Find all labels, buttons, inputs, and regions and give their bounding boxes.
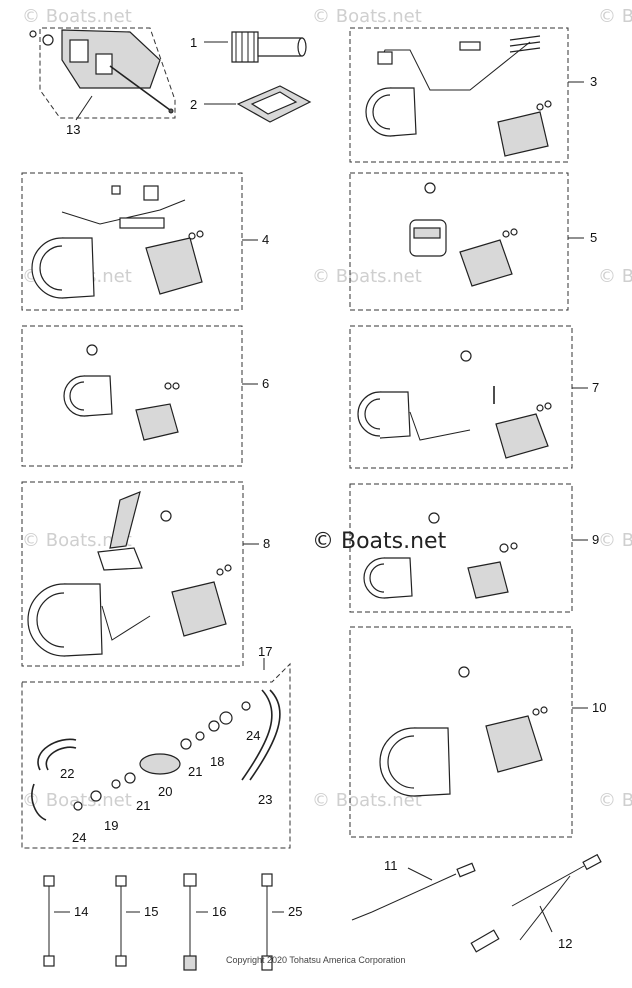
- callout-9: 9: [592, 532, 599, 547]
- watermark: © Boats.net: [22, 790, 132, 811]
- part-10-gauge: [379, 666, 548, 797]
- watermark-main: © Boats.net: [312, 529, 447, 554]
- group-box-3: [349, 27, 569, 163]
- part-1-fitting: [231, 31, 307, 63]
- callout-11: 11: [384, 858, 398, 873]
- group-box-7: [349, 325, 573, 469]
- cable-14: [43, 875, 55, 967]
- group-box-9: [349, 483, 573, 613]
- watermark: © Boats.net: [598, 530, 632, 551]
- callout-21b: 21: [188, 764, 202, 779]
- part-2-pad: [236, 85, 312, 123]
- watermark: © Boats.net: [312, 6, 422, 27]
- callout-22: 22: [60, 766, 74, 781]
- callout-6: 6: [262, 376, 269, 391]
- part-4-gauge: [31, 185, 204, 299]
- callout-1: 1: [190, 35, 197, 50]
- watermark: © Boats.net: [598, 6, 632, 27]
- callouts: 1 2 3 4 5 6 7 8 9 10 11 12 13 14 15 16 1…: [60, 35, 606, 951]
- part-17-assembly: [31, 689, 281, 821]
- callout-25: 25: [288, 904, 302, 919]
- callout-24b: 24: [246, 728, 260, 743]
- leader-lines: [54, 41, 588, 933]
- watermark: © Boats.net: [598, 790, 632, 811]
- callout-16: 16: [212, 904, 226, 919]
- part-7-gauge: [357, 350, 552, 459]
- watermark: © Boats.net: [598, 266, 632, 287]
- callout-4: 4: [262, 232, 269, 247]
- callout-19: 19: [104, 818, 118, 833]
- callout-17: 17: [258, 644, 272, 659]
- callout-13: 13: [66, 122, 80, 137]
- callout-8: 8: [263, 536, 270, 551]
- hose-22: [37, 738, 77, 771]
- group-box-17: [21, 662, 291, 849]
- group-box-6: [21, 325, 243, 467]
- cable-15: [115, 875, 127, 967]
- sensor-12: [470, 853, 602, 953]
- callout-12: 12: [558, 936, 572, 951]
- callout-3: 3: [590, 74, 597, 89]
- callout-15: 15: [144, 904, 158, 919]
- part-3-gauge: [365, 35, 552, 157]
- group-box-4: [21, 172, 243, 311]
- callout-21a: 21: [136, 798, 150, 813]
- watermark: © Boats.net: [22, 530, 132, 551]
- part-6-gauge: [63, 344, 180, 441]
- sensor-11: [351, 862, 476, 921]
- group-box-13: [39, 27, 176, 119]
- watermark: © Boats.net: [312, 266, 422, 287]
- cable-25: [261, 873, 273, 971]
- callout-10: 10: [592, 700, 606, 715]
- part-9-gauge: [363, 512, 518, 599]
- callout-24a: 24: [72, 830, 86, 845]
- cable-16: [183, 873, 197, 971]
- callout-20: 20: [158, 784, 172, 799]
- watermark: © Boats.net: [22, 6, 132, 27]
- group-box-5: [349, 172, 569, 311]
- callout-18: 18: [210, 754, 224, 769]
- part-13-bracket: [29, 29, 174, 114]
- copyright: Copyright 2020 Tohatsu America Corporati…: [226, 955, 405, 965]
- group-box-8: [21, 481, 244, 667]
- callout-7: 7: [592, 380, 599, 395]
- callout-23: 23: [258, 792, 272, 807]
- part-5-gauge: [409, 182, 518, 287]
- part-8-gauge: [27, 491, 232, 657]
- callout-2: 2: [190, 97, 197, 112]
- callout-5: 5: [590, 230, 597, 245]
- watermark: © Boats.net: [312, 790, 422, 811]
- callout-14: 14: [74, 904, 88, 919]
